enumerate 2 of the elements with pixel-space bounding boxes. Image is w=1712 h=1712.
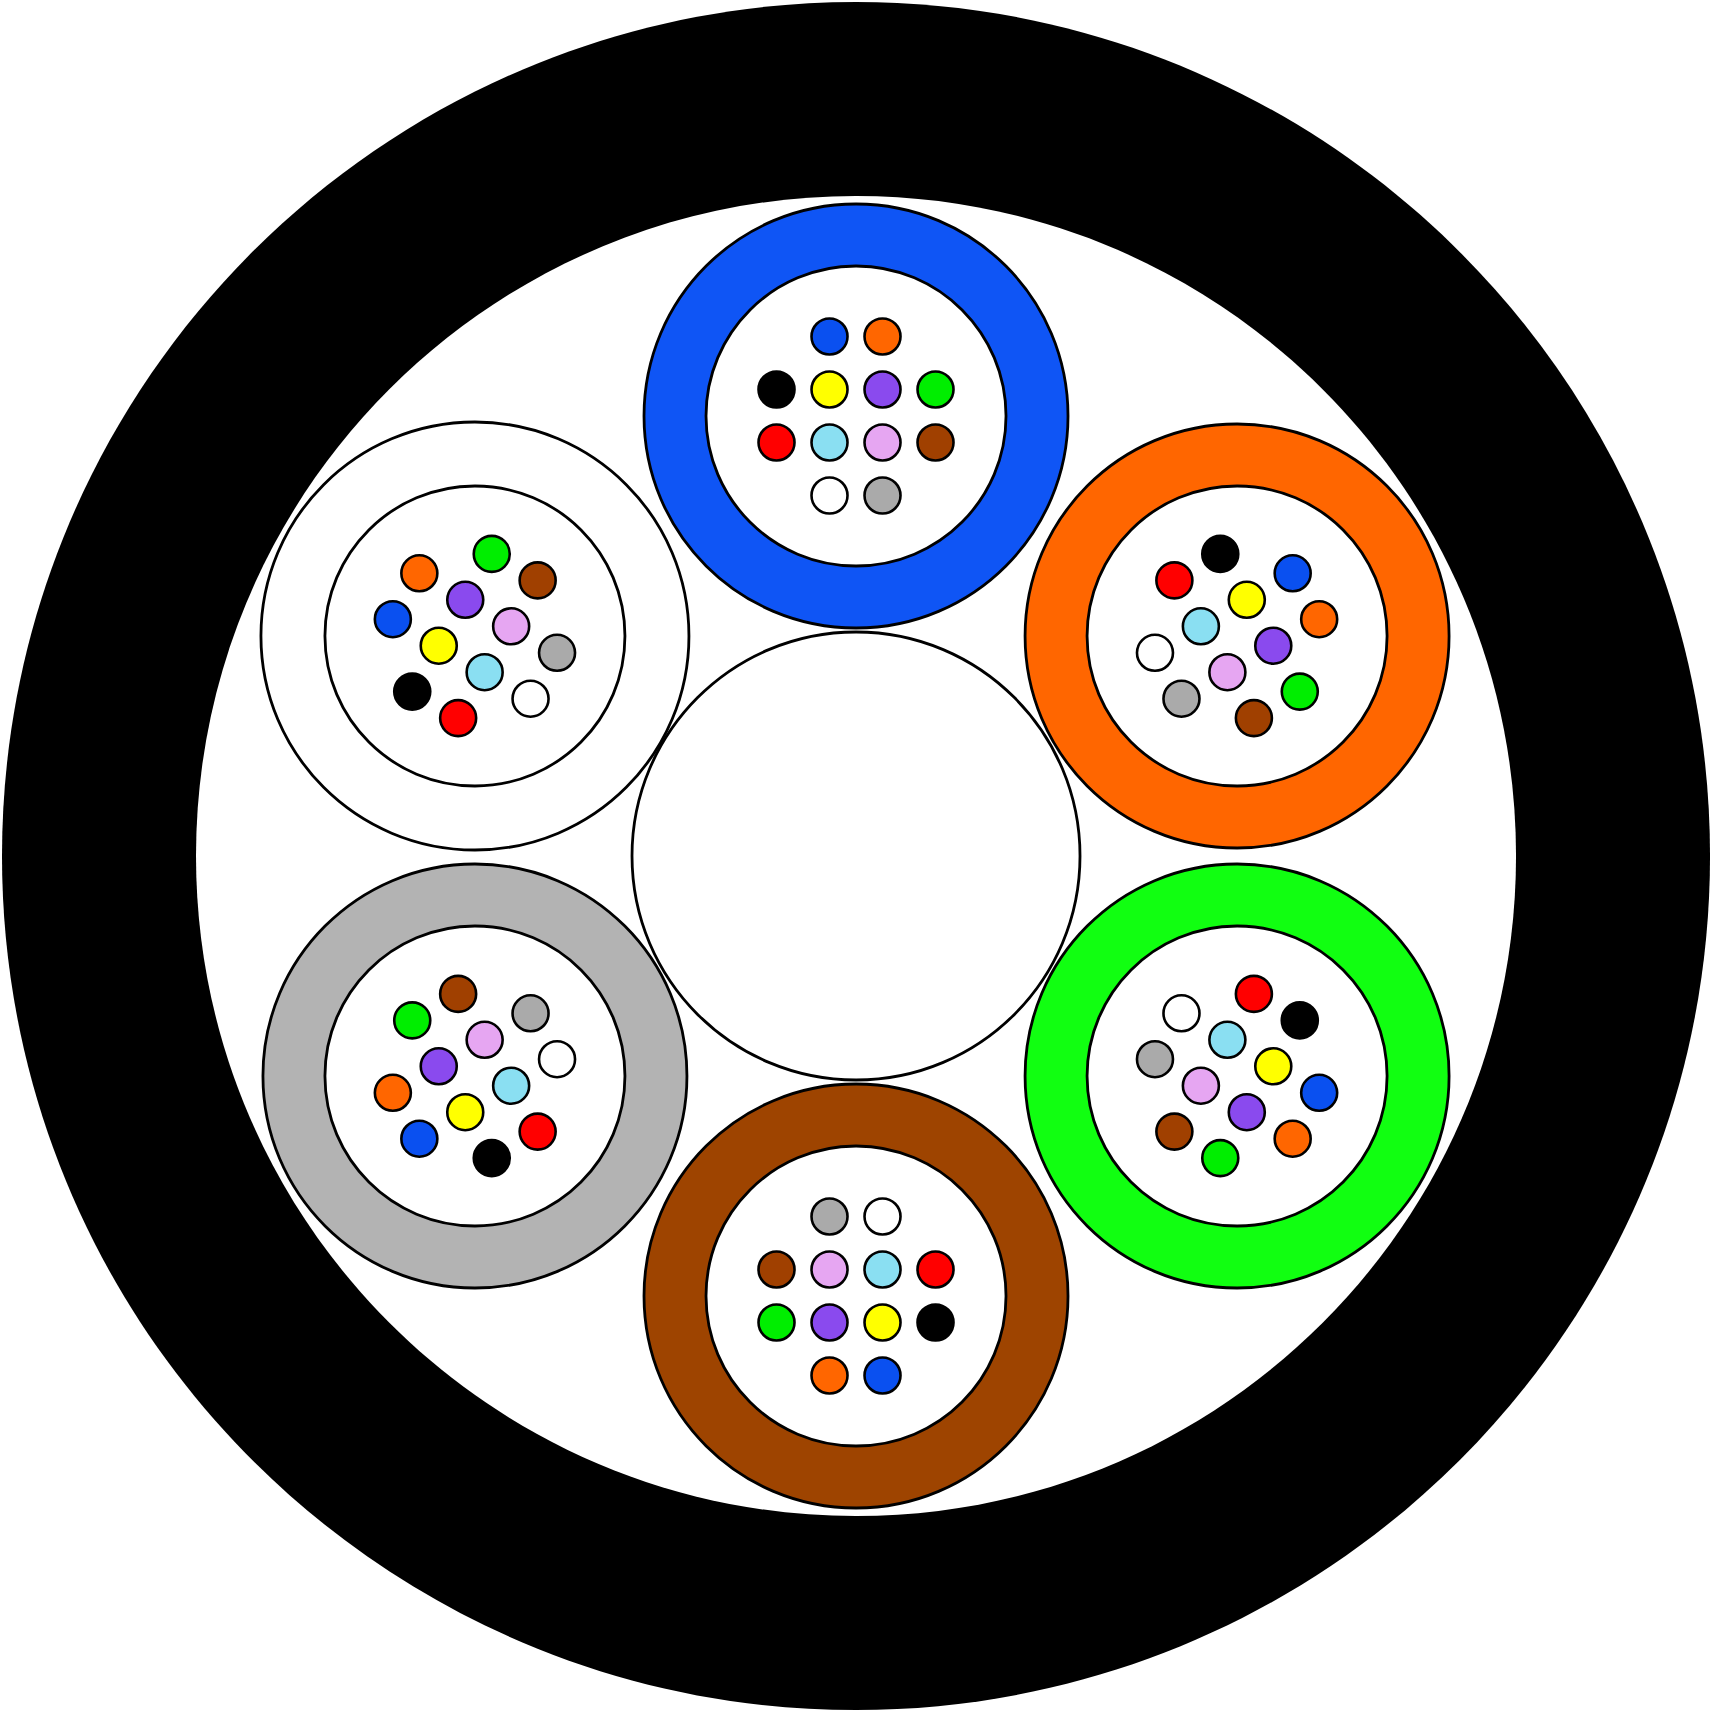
central-member bbox=[630, 630, 1082, 1082]
buffer-tube bbox=[642, 1082, 1070, 1510]
